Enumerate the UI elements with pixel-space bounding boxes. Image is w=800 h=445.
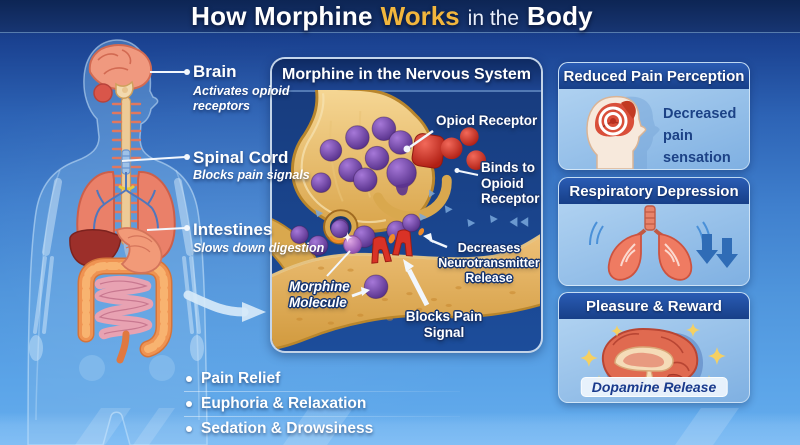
skeleton-arms [29,178,204,381]
synapse-panel-title: Morphine in the Nervous System [282,65,531,83]
membrane-texture [288,266,516,325]
list-divider [184,416,460,417]
blocks-pain-signal-label: Blocks Pain Signal [405,309,483,340]
card1-body: Decreased pain sensation [559,89,749,169]
effect-label: Sedation & Drowsiness [201,420,374,437]
brain-label: Brain [193,62,237,81]
title-highlight: Works [380,0,460,31]
bullet-dot [186,401,192,407]
blocked-receptors [371,228,425,264]
card3-header: Pleasure & Reward [559,293,749,319]
intestines-sublabel: Slows down digestion [193,241,325,255]
head-pain-icon [586,95,660,169]
bottom-highlight-band [0,412,800,445]
spinal-cord-sublabel: Blocks pain signals [193,168,310,182]
card2-header: Respiratory Depression [559,178,749,204]
effect-label: Euphoria & Relaxation [201,395,367,412]
spinal-cord-label: Spinal Cord [193,148,289,167]
card1-caption: Decreased pain sensation [663,106,737,166]
card-pleasure-reward: Pleasure & Reward Dopam [558,292,750,403]
card3-body: Dopamine Release [559,319,749,402]
dopamine-release-badge: Dopamine Release [580,377,728,397]
binds-to-receptor-label: Binds to Opioid Receptor [481,160,540,206]
intestines-label: Intestines [193,220,273,239]
brain-illustration [88,44,153,103]
decreases-neurotransmitter-label: Decreases Neurotransmitter Release [438,241,540,285]
morphine-molecule-label: Morphine Molecule [289,279,350,310]
card-reduced-pain-perception: Reduced Pain Perception Decreased pain s… [558,62,750,170]
card1-header: Reduced Pain Perception [559,63,749,89]
title-suffix: Body [527,0,593,31]
brain-sublabel: Activates opioid receptors [193,84,290,113]
signal-particles [315,189,529,227]
body-anatomy-illustration [27,39,208,445]
effect-item-euphoria: Euphoria & Relaxation [186,395,366,413]
effect-item-pain-relief: Pain Relief [186,370,280,388]
card2-body [559,204,749,285]
effect-item-sedation: Sedation & Drowsiness [186,420,373,438]
large-intestine-illustration [77,257,173,358]
bullet-dot [186,376,192,382]
card3-title: Pleasure & Reward [586,297,722,315]
opioid-receptor-label: Opiod Receptor [436,113,538,128]
synapse-panel-header: Morphine in the Nervous System [272,59,541,92]
highlighted-morphine-molecule [342,231,362,254]
title-prefix: How Morphine [191,0,373,31]
bullet-dot [186,426,192,432]
small-intestine-illustration [94,275,154,364]
card2-title: Respiratory Depression [569,182,739,200]
stomach-illustration [115,227,163,274]
title-mid: in the [467,6,520,30]
lungs-down-arrows-icon [589,205,738,281]
card1-title: Reduced Pain Perception [563,67,745,85]
card-respiratory-depression: Respiratory Depression [558,177,750,286]
neurotransmitter-spheres [440,127,487,170]
effect-label: Pain Relief [201,370,281,387]
list-divider [184,391,460,392]
